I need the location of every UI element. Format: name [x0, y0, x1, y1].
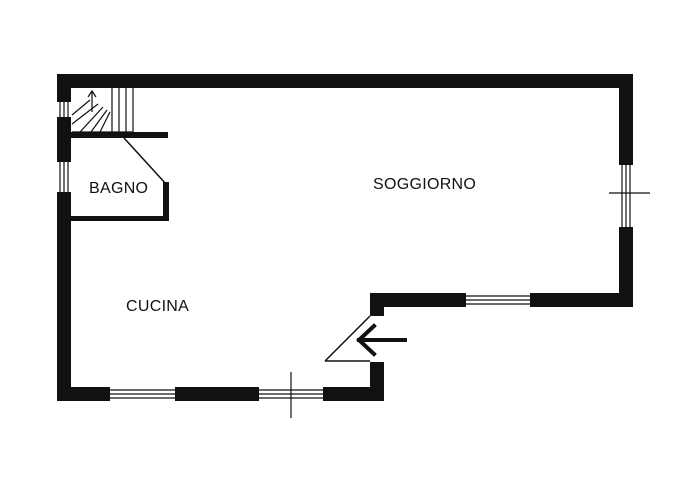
window-bottom-right — [259, 372, 323, 418]
window-left-top — [57, 102, 71, 117]
room-label-cucina: CUCINA — [126, 298, 189, 315]
wall-bottom — [57, 387, 384, 401]
wall-middle-vertical — [370, 293, 384, 316]
bathroom-door — [123, 137, 167, 185]
walls — [57, 74, 633, 401]
window-left-bagno — [57, 162, 71, 192]
wall-top — [57, 74, 633, 88]
room-label-soggiorno: SOGGIORNO — [373, 176, 476, 193]
window-bottom-left — [110, 387, 175, 401]
entrance-arrow-icon — [356, 323, 407, 357]
entrance-door — [324, 315, 371, 362]
bathroom-wall-bottom — [71, 216, 169, 221]
staircase-icon — [71, 88, 134, 133]
bathroom-wall-top — [71, 132, 168, 138]
window-middle — [466, 293, 530, 307]
wall-left — [57, 74, 71, 401]
room-label-bagno: BAGNO — [89, 180, 148, 197]
window-right — [609, 165, 650, 227]
windows — [57, 102, 650, 418]
bathroom-wall-right — [163, 182, 169, 221]
